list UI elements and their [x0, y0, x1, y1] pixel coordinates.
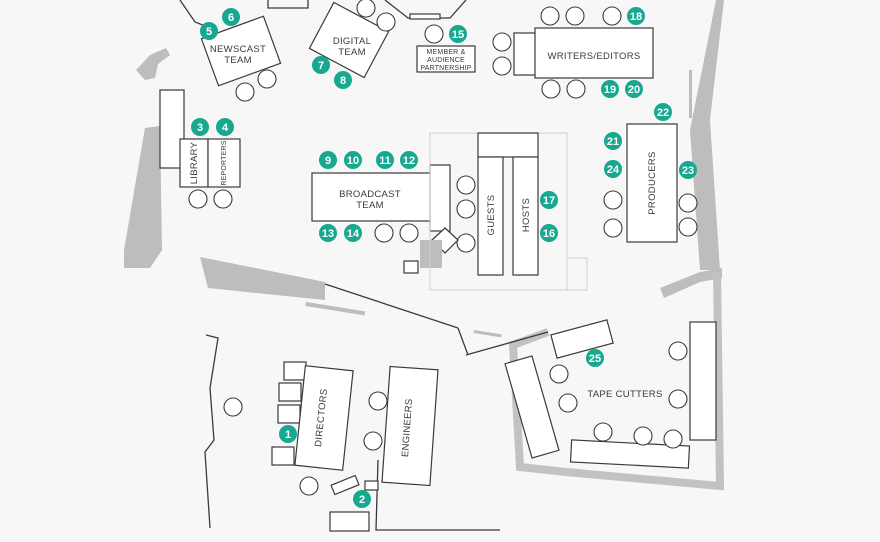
marker-4[interactable]: 4	[216, 118, 234, 136]
marker-5[interactable]: 5	[200, 22, 218, 40]
svg-text:11: 11	[379, 155, 391, 167]
producers-label: PRODUCERS	[647, 151, 658, 214]
broadcast-team-label-line2: TEAM	[356, 200, 384, 211]
writers-editors-area: WRITERS/EDITORS	[492, 6, 654, 99]
library-label: LIBRARY	[189, 141, 200, 184]
marker-6[interactable]: 6	[222, 8, 240, 26]
marker-12[interactable]: 12	[400, 151, 418, 169]
marker-8[interactable]: 8	[334, 71, 352, 89]
marker-21[interactable]: 21	[604, 132, 622, 150]
svg-text:14: 14	[347, 228, 360, 240]
newscast-team-label: NEWSCAST	[210, 44, 266, 55]
writers-editors-label: WRITERS/EDITORS	[548, 51, 641, 62]
svg-text:22: 22	[657, 107, 669, 119]
directors-engineers-area: DIRECTORS ENGINEERS	[223, 361, 439, 532]
marker-23[interactable]: 23	[679, 161, 697, 179]
broadcast-team-area: BROADCAST TEAM	[311, 164, 476, 274]
marker-22[interactable]: 22	[654, 103, 672, 121]
marker-17[interactable]: 17	[540, 191, 558, 209]
svg-text:21: 21	[607, 136, 619, 148]
svg-text:19: 19	[604, 84, 616, 96]
svg-text:18: 18	[630, 11, 642, 23]
newscast-team-area: NEWSCAST TEAM	[200, 15, 282, 102]
svg-text:7: 7	[318, 60, 324, 72]
marker-11[interactable]: 11	[376, 151, 394, 169]
marker-16[interactable]: 16	[540, 224, 558, 242]
svg-text:4: 4	[222, 122, 229, 134]
broadcast-team-label: BROADCAST	[339, 189, 401, 200]
marker-19[interactable]: 19	[601, 80, 619, 98]
svg-text:5: 5	[206, 26, 212, 38]
marker-15[interactable]: 15	[449, 25, 467, 43]
marker-2[interactable]: 2	[353, 490, 371, 508]
markers: 1 2 3 4 5 6 7 8 9 10 11 12 13 14 15 16 1…	[191, 7, 697, 508]
svg-text:13: 13	[322, 228, 334, 240]
marker-18[interactable]: 18	[627, 7, 645, 25]
hosts-label: HOSTS	[521, 198, 532, 232]
member-audience-partnership-area: MEMBER & AUDIENCE PARTNERSHIP	[416, 24, 476, 73]
library-reporters-area: LIBRARY REPORTERS	[179, 138, 241, 209]
marker-1[interactable]: 1	[279, 425, 297, 443]
producers-area: PRODUCERS	[603, 123, 698, 243]
reporters-label: REPORTERS	[221, 140, 228, 185]
engineers-label: ENGINEERS	[400, 398, 415, 457]
marker-7[interactable]: 7	[312, 56, 330, 74]
svg-text:6: 6	[228, 12, 234, 24]
marker-14[interactable]: 14	[344, 224, 362, 242]
digital-team-area: DIGITAL TEAM	[308, 0, 396, 79]
digital-team-label-line2: TEAM	[338, 47, 366, 58]
svg-text:15: 15	[452, 29, 464, 41]
svg-text:16: 16	[543, 228, 555, 240]
marker-13[interactable]: 13	[319, 224, 337, 242]
svg-text:10: 10	[347, 155, 359, 167]
tape-cutters-label: TAPE CUTTERS	[587, 389, 662, 400]
marker-20[interactable]: 20	[625, 80, 643, 98]
svg-text:12: 12	[403, 155, 415, 167]
svg-text:2: 2	[359, 494, 365, 506]
marker-24[interactable]: 24	[604, 160, 622, 178]
svg-text:23: 23	[682, 165, 694, 177]
marker-25[interactable]: 25	[586, 349, 604, 367]
tape-cutters-area: TAPE CUTTERS	[504, 319, 717, 469]
marker-10[interactable]: 10	[344, 151, 362, 169]
svg-text:1: 1	[285, 429, 291, 441]
walls	[124, 0, 725, 531]
marker-3[interactable]: 3	[191, 118, 209, 136]
digital-team-label: DIGITAL	[333, 36, 371, 47]
studio-area: GUESTS HOSTS	[429, 132, 588, 291]
member-partnership-label: MEMBER &	[427, 49, 466, 56]
newscast-team-label-line2: TEAM	[224, 55, 252, 66]
svg-text:24: 24	[607, 164, 620, 176]
svg-text:9: 9	[325, 155, 331, 167]
svg-text:8: 8	[340, 75, 346, 87]
member-partnership-label-line3: PARTNERSHIP	[420, 65, 471, 72]
marker-9[interactable]: 9	[319, 151, 337, 169]
svg-text:25: 25	[589, 353, 601, 365]
svg-text:20: 20	[628, 84, 640, 96]
member-partnership-label-line2: AUDIENCE	[427, 57, 465, 64]
svg-text:3: 3	[197, 122, 203, 134]
guests-label: GUESTS	[486, 195, 497, 236]
svg-text:17: 17	[543, 195, 555, 207]
